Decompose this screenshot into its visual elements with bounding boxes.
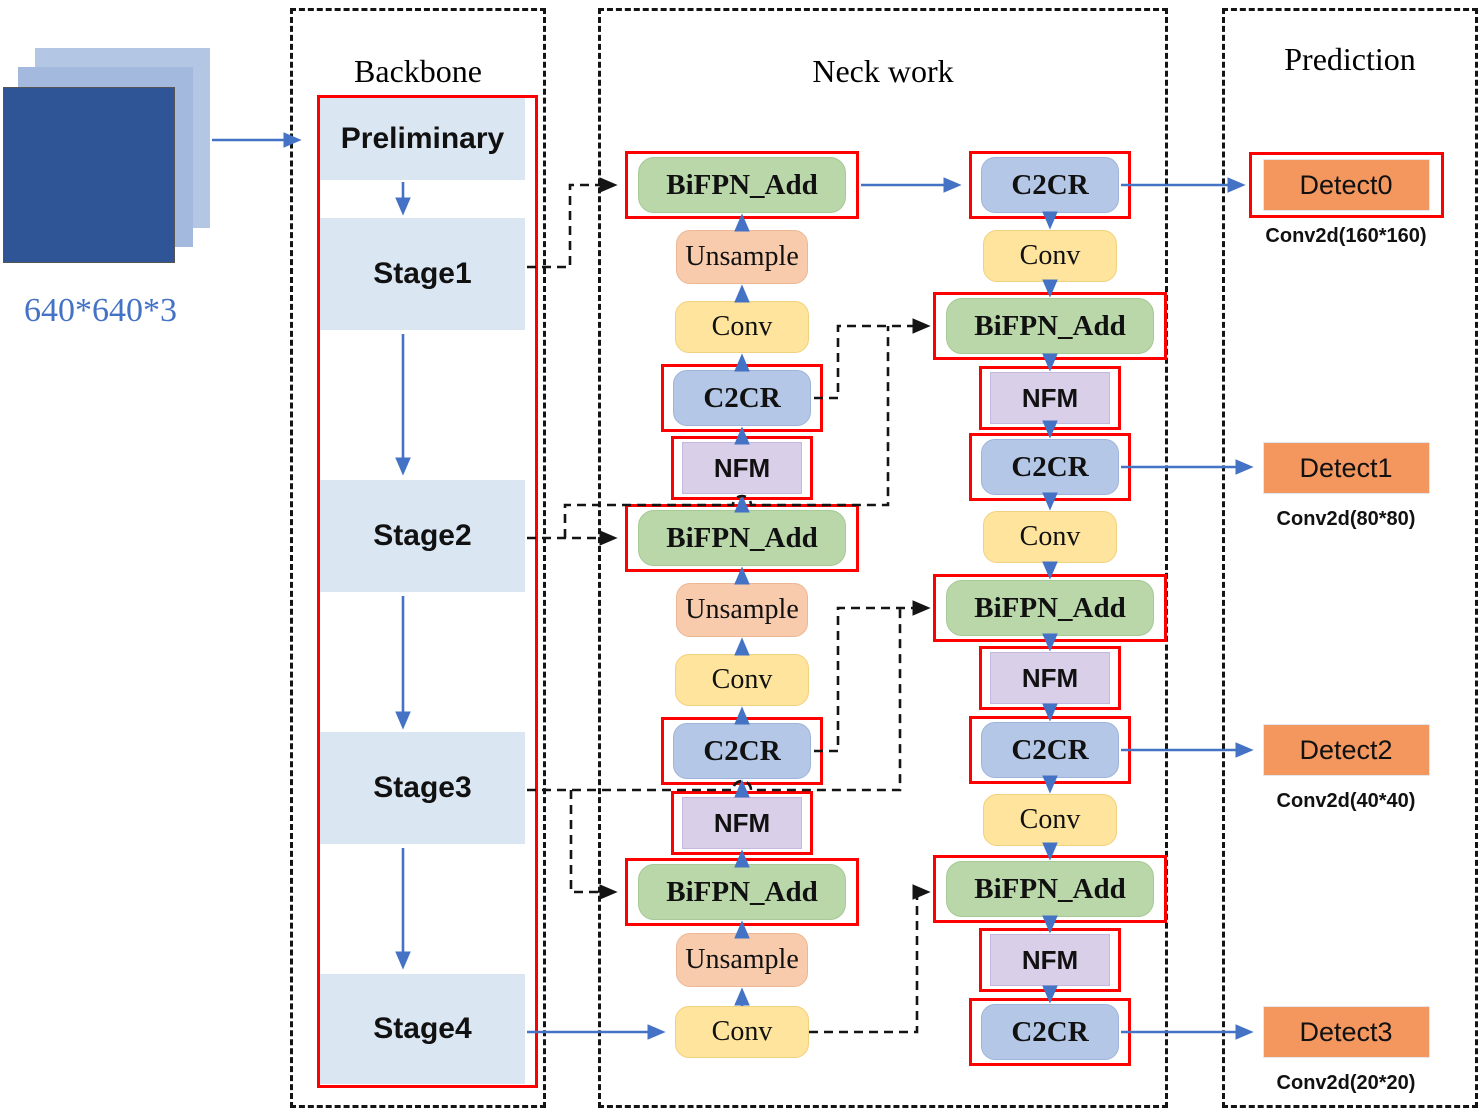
neck-title: Neck work <box>812 53 954 89</box>
neck-right-3-nfm: NFM <box>979 366 1121 430</box>
neck-right-4-c2cr-label: C2CR <box>981 439 1119 495</box>
backbone-stage-preliminary: Preliminary <box>320 98 525 180</box>
neck-left-12-conv: Conv <box>675 1006 809 1058</box>
detect-3-label: Detect3 <box>1262 1006 1430 1058</box>
neck-left-7-conv: Conv <box>675 654 809 706</box>
neck-right-5-conv: Conv <box>983 511 1117 563</box>
neck-left-7-conv-label: Conv <box>675 654 809 706</box>
neck-right-1-conv-label: Conv <box>983 230 1117 282</box>
detect-2-label: Detect2 <box>1262 724 1430 776</box>
neck-left-4-nfm: NFM <box>671 436 813 500</box>
neck-right-5-conv-label: Conv <box>983 511 1117 563</box>
neck-left-5-bifpn_add: BiFPN_Add <box>625 504 859 572</box>
backbone-title: Backbone <box>354 53 482 89</box>
neck-right-8-c2cr: C2CR <box>969 716 1131 784</box>
neck-left-11-unsample: Unsample <box>676 933 808 987</box>
neck-left-12-conv-label: Conv <box>675 1006 809 1058</box>
neck-right-2-bifpn_add: BiFPN_Add <box>933 292 1167 360</box>
neck-right-10-bifpn_add: BiFPN_Add <box>933 855 1167 923</box>
detect-1: Detect1 <box>1262 442 1430 494</box>
backbone-red-frame <box>317 95 538 1088</box>
neck-right-12-c2cr-label: C2CR <box>981 1004 1119 1060</box>
input-image-front-layer <box>3 87 175 263</box>
input-size-label: 640*640*3 <box>24 292 177 329</box>
neck-right-4-c2cr: C2CR <box>969 433 1131 501</box>
neck-left-8-c2cr-label: C2CR <box>673 723 811 779</box>
neck-panel: Neck work <box>598 8 1168 1108</box>
neck-left-9-nfm: NFM <box>671 791 813 855</box>
neck-left-6-unsample-label: Unsample <box>676 583 808 637</box>
neck-right-0-c2cr: C2CR <box>969 151 1131 219</box>
neck-left-2-conv-label: Conv <box>675 301 809 353</box>
neck-left-2-conv: Conv <box>675 301 809 353</box>
neck-right-8-c2cr-label: C2CR <box>981 722 1119 778</box>
neck-right-0-c2cr-label: C2CR <box>981 157 1119 213</box>
neck-right-10-bifpn_add-label: BiFPN_Add <box>946 861 1154 917</box>
detect-3-sublabel: Conv2d(20*20) <box>1276 1072 1416 1094</box>
neck-left-4-nfm-label: NFM <box>682 442 802 494</box>
neck-left-5-bifpn_add-label: BiFPN_Add <box>638 510 846 566</box>
neck-right-1-conv: Conv <box>983 230 1117 282</box>
detect-0-label: Detect0 <box>1262 159 1430 211</box>
detect-2: Detect2 <box>1262 724 1430 776</box>
neck-left-3-c2cr-label: C2CR <box>673 370 811 426</box>
neck-left-1-unsample-label: Unsample <box>676 230 808 284</box>
detect-0-sublabel: Conv2d(160*160) <box>1265 225 1427 247</box>
backbone-stage-stage4: Stage4 <box>320 974 525 1084</box>
detect-3: Detect3 <box>1262 1006 1430 1058</box>
neck-right-12-c2cr: C2CR <box>969 998 1131 1066</box>
neck-left-11-unsample-label: Unsample <box>676 933 808 987</box>
neck-right-9-conv-label: Conv <box>983 794 1117 846</box>
neck-left-1-unsample: Unsample <box>676 230 808 284</box>
neck-left-10-bifpn_add-label: BiFPN_Add <box>638 864 846 920</box>
neck-left-3-c2cr: C2CR <box>661 364 823 432</box>
neck-right-6-bifpn_add-label: BiFPN_Add <box>946 580 1154 636</box>
neck-left-6-unsample: Unsample <box>676 583 808 637</box>
neck-left-0-bifpn_add-label: BiFPN_Add <box>638 157 846 213</box>
neck-right-9-conv: Conv <box>983 794 1117 846</box>
backbone-panel: Backbone <box>290 8 546 1108</box>
detect-2-sublabel: Conv2d(40*40) <box>1276 790 1416 812</box>
neck-right-11-nfm-label: NFM <box>990 934 1110 986</box>
neck-left-0-bifpn_add: BiFPN_Add <box>625 151 859 219</box>
backbone-stage-stage2: Stage2 <box>320 480 525 592</box>
neck-right-2-bifpn_add-label: BiFPN_Add <box>946 298 1154 354</box>
detect-0: Detect0 <box>1248 152 1444 218</box>
prediction-title: Prediction <box>1284 41 1416 77</box>
detect-1-label: Detect1 <box>1262 442 1430 494</box>
neck-left-8-c2cr: C2CR <box>661 717 823 785</box>
neck-right-3-nfm-label: NFM <box>990 372 1110 424</box>
neck-left-9-nfm-label: NFM <box>682 797 802 849</box>
neck-right-6-bifpn_add: BiFPN_Add <box>933 574 1167 642</box>
detect-1-sublabel: Conv2d(80*80) <box>1276 508 1416 530</box>
backbone-stage-stage1: Stage1 <box>320 218 525 330</box>
neck-right-7-nfm: NFM <box>979 646 1121 710</box>
neck-right-7-nfm-label: NFM <box>990 652 1110 704</box>
neck-right-11-nfm: NFM <box>979 928 1121 992</box>
backbone-stage-stage3: Stage3 <box>320 732 525 844</box>
neck-left-10-bifpn_add: BiFPN_Add <box>625 858 859 926</box>
prediction-panel: Prediction <box>1222 8 1478 1108</box>
